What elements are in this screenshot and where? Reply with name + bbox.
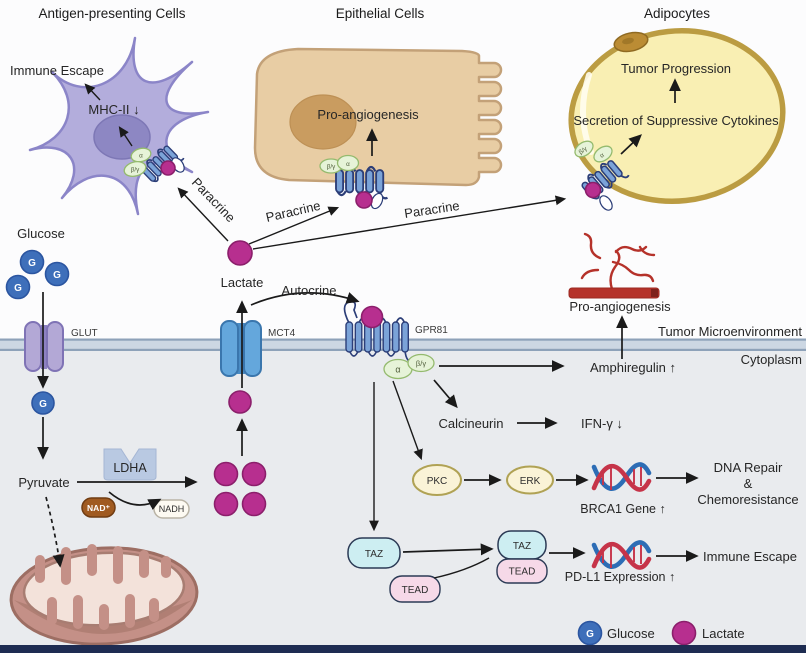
lactate-molecule (227, 240, 253, 266)
gpr81-label: GPR81 (415, 325, 448, 336)
apc-title: Antigen-presenting Cells (38, 6, 185, 21)
taz-tead-complex-tead (496, 558, 548, 584)
erk-label: ERK (520, 476, 541, 487)
legend-lactate-label: Lactate (702, 626, 745, 641)
adipocytes-title: Adipocytes (644, 6, 710, 21)
complex-taz-label: TAZ (513, 541, 531, 552)
epithelial-title: Epithelial Cells (336, 6, 425, 21)
epithelial-cell (253, 47, 503, 187)
lactate-molecule (213, 461, 239, 487)
vessel-pro-angiogenesis-label: Pro-angiogenesis (569, 299, 671, 314)
secretion-cytokines-label: Secretion of Suppressive Cytokines (573, 113, 779, 128)
lactate-on-adipocyte-receptor (584, 181, 602, 199)
dna-repair-line3: Chemoresistance (697, 492, 798, 507)
adipocyte-beta-gamma-label: β/γ (578, 145, 590, 156)
taz-node (347, 537, 401, 569)
cytoplasm-label: Cytoplasm (741, 352, 802, 367)
apc-immune-escape-label: Immune Escape (10, 63, 104, 78)
lactate-on-epithelial-receptor (355, 191, 373, 209)
molecules (5, 160, 602, 517)
tumor-progression-label: Tumor Progression (621, 61, 731, 76)
epithelial-alpha-label: α (346, 161, 350, 168)
glucose-symbol: G (14, 283, 22, 294)
tumor-microenvironment-label: Tumor Microenvironment (658, 324, 802, 339)
epithelial-gpr81-receptor (319, 154, 389, 210)
adipocyte-gpr81-receptor (574, 140, 630, 211)
glucose-molecule (31, 391, 55, 415)
erk-node (506, 465, 554, 495)
legend-glucose-label: Glucose (607, 626, 655, 641)
glut-transporter (24, 321, 64, 372)
taz-label: TAZ (365, 549, 383, 560)
epithelial-beta-gamma-label: β/γ (327, 164, 336, 171)
right-immune-escape-label: Immune Escape (703, 549, 797, 564)
complex-tead-label: TEAD (509, 567, 536, 578)
dna-repair-line1: DNA Repair (714, 460, 783, 475)
glucose-symbol: G (28, 258, 36, 269)
pdl1-label: PD-L1 Expression ↑ (565, 570, 675, 584)
pkc-label: PKC (427, 476, 448, 487)
antigen-presenting-cell (28, 36, 210, 216)
ldha-label: LDHA (113, 461, 147, 475)
legend: G Glucose Lactate (577, 620, 745, 646)
tead-node (389, 575, 441, 603)
glut-label: GLUT (71, 328, 98, 339)
legend-lactate-icon (671, 620, 697, 646)
glucose-symbol: G (53, 270, 61, 281)
footer-bar (0, 645, 806, 653)
autocrine-label: Autocrine (282, 283, 337, 298)
nadh-label: NADH (159, 504, 185, 514)
nad-label: NAD⁺ (87, 503, 110, 513)
adipocyte-alpha-label: α (599, 152, 606, 160)
dna-repair-line2: & (744, 476, 753, 491)
legend-glucose-icon (577, 620, 603, 646)
pyruvate-label: Pyruvate (18, 475, 69, 490)
mct4-transporter (220, 320, 262, 377)
epithelial-nucleus (289, 94, 357, 150)
glucose-molecule (19, 249, 45, 275)
beta-gamma-label: β/γ (416, 359, 426, 368)
mitochondrion (9, 544, 199, 646)
lactate-on-gpr81 (360, 305, 384, 329)
lactate-molecule (228, 390, 252, 414)
epithelial-pro-angiogenesis-label: Pro-angiogenesis (317, 107, 419, 122)
lactate-label: Lactate (221, 275, 264, 290)
glucose-symbol: G (39, 399, 47, 410)
glucose-molecule (5, 274, 31, 300)
amphiregulin-label: Amphiregulin ↑ (590, 360, 676, 375)
glucose-molecule (44, 261, 70, 287)
brca1-label: BRCA1 Gene ↑ (580, 502, 665, 516)
apc-beta-gamma-label: β/γ (131, 167, 140, 174)
adipocyte-receptor-tail (599, 195, 613, 211)
ldha-enzyme (103, 448, 157, 481)
mct4-label: MCT4 (268, 328, 296, 339)
legend-g-symbol: G (586, 629, 594, 640)
apc-alpha-label: α (139, 153, 143, 160)
blood-vessel-icon (568, 232, 660, 299)
lactate-molecule (241, 461, 267, 487)
lactate-molecule (213, 491, 239, 517)
nad-badge (81, 497, 116, 518)
tead-label: TEAD (402, 585, 429, 596)
lactate-molecule (241, 491, 267, 517)
glucose-label: Glucose (17, 226, 65, 241)
pathway-arrows (37, 78, 699, 579)
calcineurin-label: Calcineurin (438, 416, 503, 431)
mhc-label: MHC-II ↓ (88, 102, 139, 117)
lactate-on-apc-receptor (160, 160, 176, 176)
pkc-node (412, 464, 462, 496)
ifn-gamma-label: IFN-γ ↓ (581, 416, 623, 431)
g-protein-beta-gamma (407, 353, 435, 373)
alpha-label: α (395, 365, 400, 375)
